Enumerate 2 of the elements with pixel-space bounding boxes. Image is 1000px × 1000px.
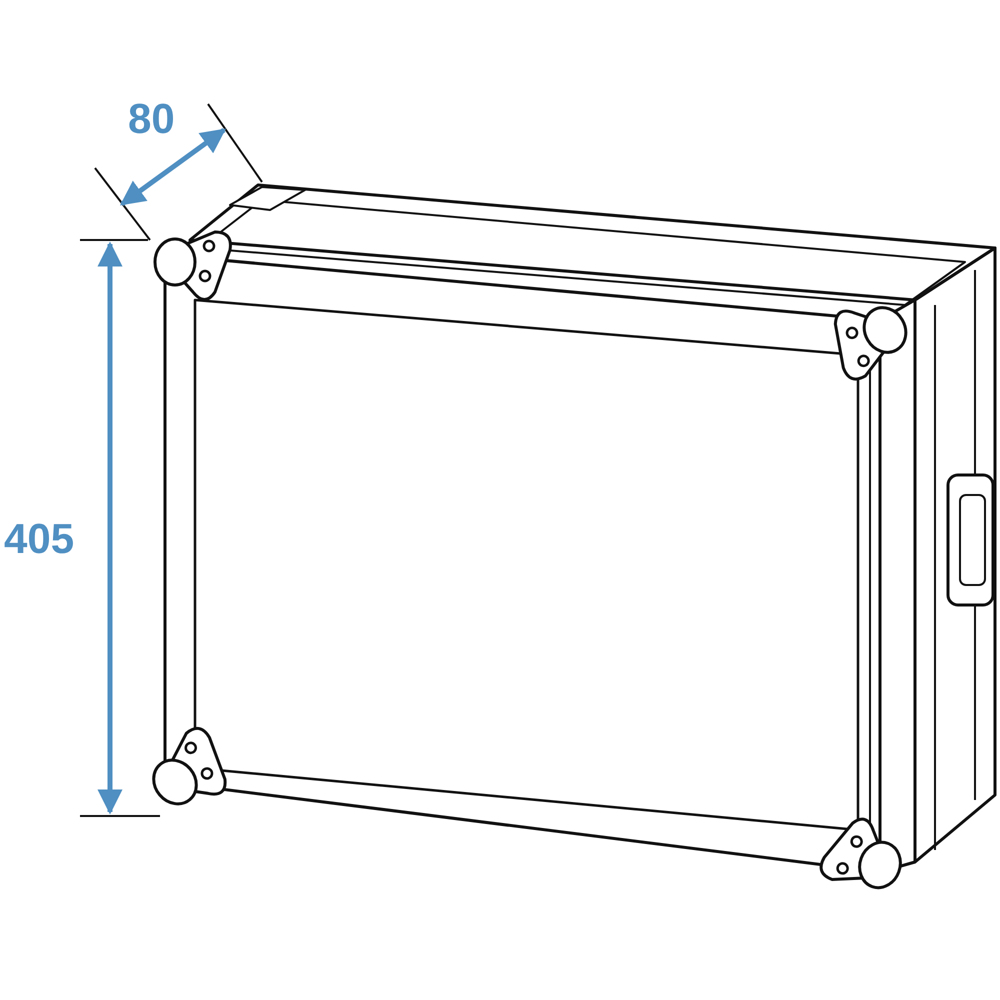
- dimension-label: 80: [128, 98, 175, 140]
- dimension-label: 405: [4, 518, 74, 560]
